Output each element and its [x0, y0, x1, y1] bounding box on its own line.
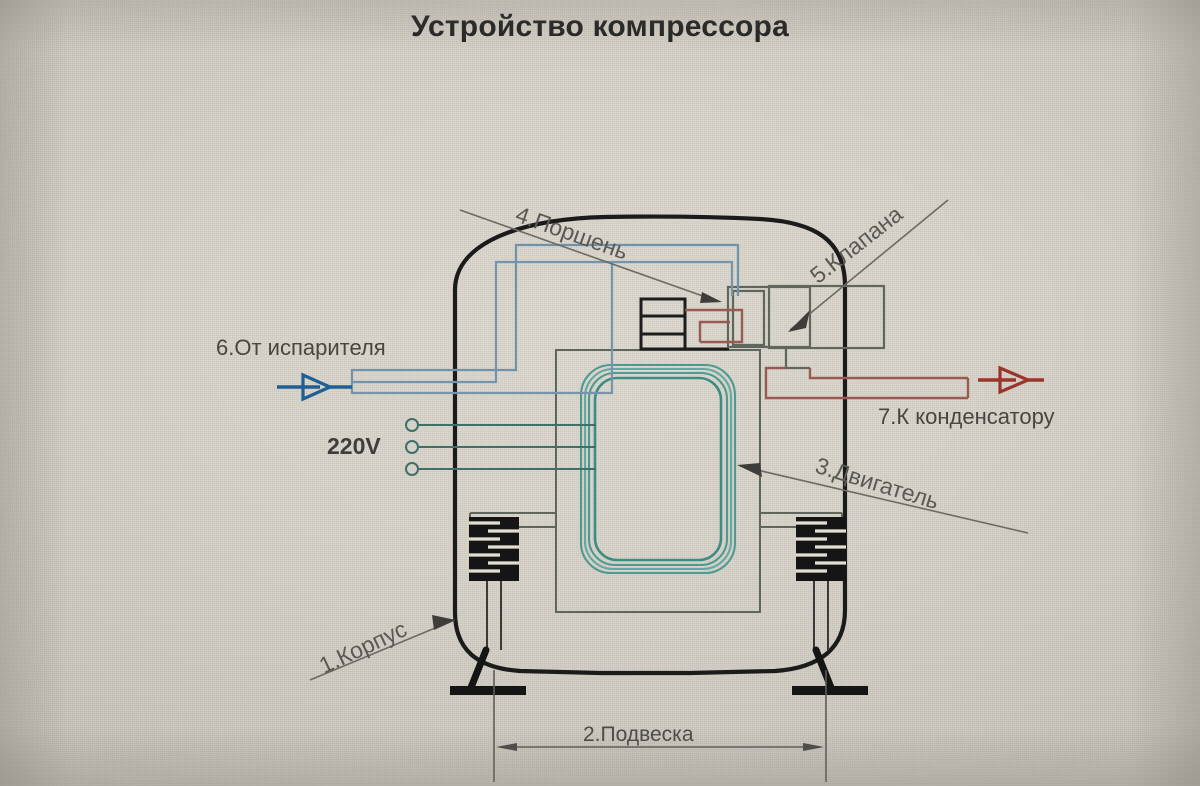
- suspension-dimension: [493, 670, 827, 782]
- motor-coil-core: [593, 376, 723, 562]
- suction-tube-branch: [612, 260, 734, 296]
- discharge-tube-valve-link2: [698, 320, 730, 342]
- foot-right-base: [792, 686, 868, 695]
- spring-left: [469, 517, 519, 650]
- shell-outline: [452, 214, 848, 676]
- leader-valves: [789, 199, 949, 331]
- label-suspension: 2.Подвеска: [583, 723, 694, 746]
- compressor-shell: [452, 214, 848, 676]
- spring-right: [796, 517, 846, 650]
- piston-body: [639, 297, 687, 351]
- page-title: Устройство компрессора: [411, 10, 789, 43]
- suction-tube-outer: [350, 260, 614, 395]
- suction-tube-inner: [350, 243, 740, 382]
- motor-winding: [579, 363, 737, 575]
- outlet-arrow-head: [998, 365, 1033, 395]
- valve-head-inner: [731, 289, 766, 347]
- discharge-tube-lower: [764, 366, 968, 400]
- label-voltage: 220V: [327, 433, 381, 459]
- foot-left: [450, 646, 526, 695]
- spring-right-coils: [796, 521, 846, 573]
- leader-body-arrow: [432, 615, 456, 630]
- leader-motor-arrow: [737, 463, 762, 477]
- suction-tube-group: [350, 243, 740, 395]
- motor-coil-1: [587, 371, 729, 567]
- inlet-arrow: [277, 372, 352, 402]
- dim-arrow-left-icon: [496, 743, 517, 751]
- leader-lines: [309, 199, 1029, 681]
- motor-coil-2: [583, 367, 733, 571]
- discharge-tube-valve-link: [685, 308, 744, 344]
- foot-right-leg: [812, 646, 836, 694]
- outlet-arrow: [978, 365, 1044, 395]
- dim-arrow-right-icon: [803, 743, 824, 751]
- piston-cylinder: [639, 297, 729, 351]
- leader-piston-arrow: [700, 292, 722, 303]
- foot-right: [792, 646, 868, 695]
- valve-block: [726, 284, 886, 370]
- terminal-1: [405, 418, 419, 432]
- leader-piston: [459, 209, 715, 301]
- discharge-tube-upper: [808, 368, 968, 380]
- leader-valves-arrow: [788, 310, 810, 332]
- label-from-evaporator: 6.От испарителя: [216, 335, 386, 360]
- inlet-arrow-head: [301, 372, 334, 402]
- label-to-condenser: 7.К конденсатору: [878, 404, 1055, 429]
- valve-body: [767, 284, 886, 350]
- terminal-3: [405, 462, 419, 476]
- discharge-tube-group: [685, 308, 970, 400]
- spring-left-coils: [469, 521, 519, 573]
- motor-coil-3: [579, 363, 737, 575]
- terminal-2: [405, 440, 419, 454]
- valve-outlet-stub: [784, 348, 810, 370]
- foot-left-base: [450, 686, 526, 695]
- leader-motor: [739, 465, 1029, 534]
- power-terminals: [405, 418, 596, 476]
- foot-left-leg: [466, 646, 490, 694]
- leader-body: [309, 620, 453, 681]
